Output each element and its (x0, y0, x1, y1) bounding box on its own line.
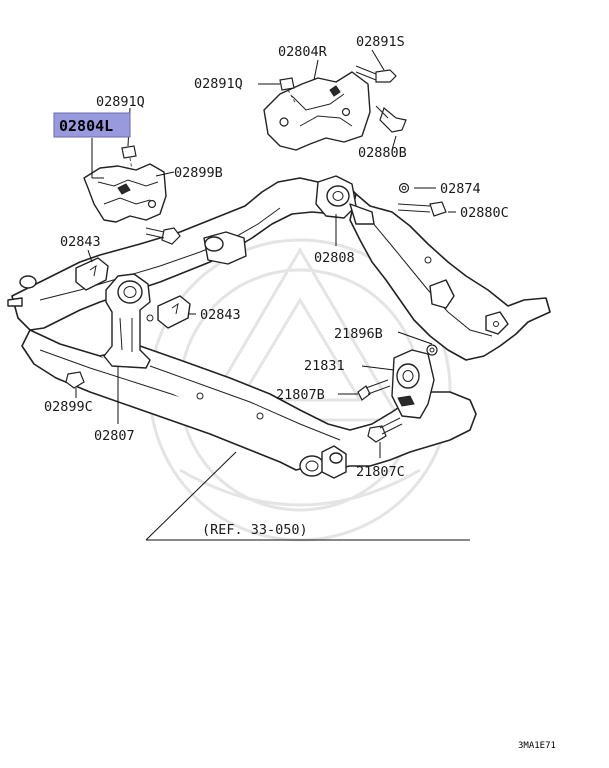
label-02899B[interactable]: 02899B (174, 165, 223, 181)
label-02880C[interactable]: 02880C (460, 205, 509, 221)
bolt-02880C[interactable] (397, 201, 447, 217)
front-engine-mount[interactable] (103, 273, 151, 369)
label-02899C[interactable]: 02899C (44, 399, 93, 415)
mount-bracket-right[interactable] (263, 71, 371, 151)
label-02807[interactable]: 02807 (94, 428, 135, 444)
label-02880B[interactable]: 02880B (358, 145, 407, 161)
ref-label[interactable]: (REF. 33-050) (202, 522, 308, 538)
stopper-02843-left[interactable] (75, 257, 109, 291)
label-02843-left[interactable]: 02843 (60, 234, 101, 250)
washer-02874[interactable] (398, 182, 410, 194)
bolt-21807B[interactable] (357, 379, 391, 401)
label-02843-mid[interactable]: 02843 (200, 307, 241, 323)
bolt-21896B[interactable] (426, 344, 438, 356)
rear-engine-mount[interactable] (315, 175, 375, 225)
label-02891Q-left[interactable]: 02891Q (96, 94, 145, 110)
label-02874[interactable]: 02874 (440, 181, 481, 197)
part-labels: 02804R 02891S 02891Q 02880B 02891Q 02804… (44, 34, 556, 751)
label-02804L-highlight (53, 112, 131, 138)
bolt-02880B[interactable] (375, 105, 407, 133)
transmission-mount[interactable] (391, 349, 435, 419)
bolt-02891Q-left[interactable] (121, 145, 137, 171)
label-02808[interactable]: 02808 (314, 250, 355, 266)
diagram-code: 3MA1E71 (518, 741, 556, 751)
label-02891S[interactable]: 02891S (356, 34, 405, 50)
label-02891Q-top[interactable]: 02891Q (194, 76, 243, 92)
bolt-02899C[interactable] (65, 371, 85, 389)
label-21807B[interactable]: 21807B (276, 387, 325, 403)
label-02804L[interactable]: 02804L (59, 117, 113, 135)
label-02804R[interactable]: 02804R (278, 44, 328, 60)
mount-bracket-left[interactable] (83, 163, 167, 223)
bolt-02899B[interactable] (145, 227, 181, 245)
label-21831[interactable]: 21831 (304, 358, 345, 374)
bolt-21807C[interactable] (367, 417, 403, 443)
stopper-02843-mid[interactable] (157, 295, 191, 329)
bolt-02891Q-right[interactable] (279, 77, 297, 105)
label-21807C[interactable]: 21807C (356, 464, 405, 480)
bolt-02891S[interactable] (355, 65, 397, 83)
label-21896B[interactable]: 21896B (334, 326, 383, 342)
front-subframe[interactable] (7, 177, 551, 479)
